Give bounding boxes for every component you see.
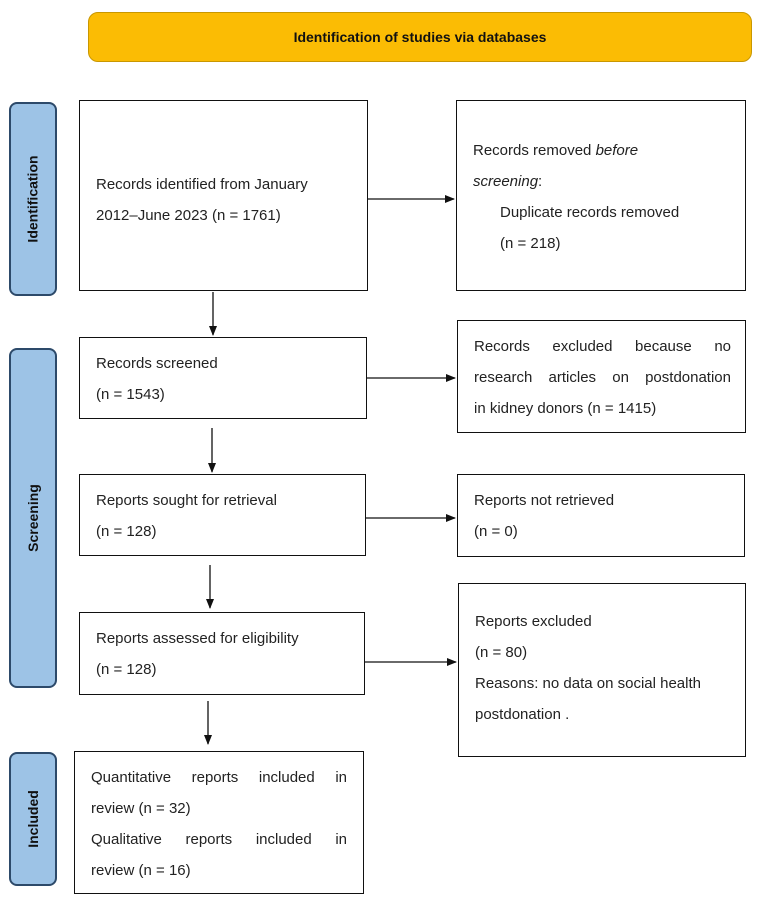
records-screened-box: Records screened (n = 1543) — [79, 337, 367, 419]
header-title: Identification of studies via databases — [293, 29, 547, 45]
records-excluded-line1: Records excluded because no — [474, 338, 731, 355]
reports-excluded-line2: (n = 80) — [475, 644, 528, 661]
reports-excluded-line3: Reasons: no data on social health — [475, 675, 701, 692]
reports-not-retrieved-line2: (n = 0) — [474, 523, 518, 540]
reports-sought-box: Reports sought for retrieval (n = 128) — [79, 474, 366, 556]
included-box: Quantitative reports included in review … — [74, 751, 364, 894]
reports-assessed-line2: (n = 128) — [96, 661, 157, 678]
records-excluded-line3: in kidney donors (n = 1415) — [474, 400, 657, 417]
reports-sought-line2: (n = 128) — [96, 523, 157, 540]
records-screened-line2: (n = 1543) — [96, 386, 165, 403]
identification-header: Identification of studies via databases — [88, 12, 752, 62]
records-removed-item: Duplicate records removed — [500, 204, 680, 221]
records-removed-heading: Records removed before — [473, 142, 639, 159]
records-excluded-box: Records excluded because no research art… — [457, 320, 746, 433]
records-identified-box: Records identified from January 2012–Jun… — [79, 100, 368, 291]
reports-assessed-box: Reports assessed for eligibility (n = 12… — [79, 612, 365, 695]
records-removed-count: (n = 218) — [500, 235, 561, 252]
reports-excluded-line1: Reports excluded — [475, 613, 592, 630]
phase-screening: Screening — [9, 348, 57, 688]
phase-identification: Identification — [9, 102, 57, 296]
records-screened-line1: Records screened — [96, 355, 218, 372]
reports-excluded-line4: postdonation . — [475, 706, 570, 723]
phase-included: Included — [9, 752, 57, 886]
records-excluded-line2: research articles on postdonation — [474, 369, 731, 386]
included-line1: Quantitative reports included in — [91, 769, 347, 786]
records-removed-box: Records removed before screening: Duplic… — [456, 100, 746, 291]
records-identified-line1: Records identified from January — [96, 176, 308, 193]
included-line4: review (n = 16) — [91, 862, 191, 879]
included-line2: review (n = 32) — [91, 800, 191, 817]
reports-sought-line1: Reports sought for retrieval — [96, 492, 277, 509]
included-line3: Qualitative reports included in — [91, 831, 347, 848]
records-removed-heading-2: screening: — [473, 173, 543, 190]
reports-not-retrieved-box: Reports not retrieved (n = 0) — [457, 474, 745, 557]
reports-assessed-line1: Reports assessed for eligibility — [96, 630, 299, 647]
reports-not-retrieved-line1: Reports not retrieved — [474, 492, 615, 509]
records-identified-line2: 2012–June 2023 (n = 1761) — [96, 207, 281, 224]
reports-excluded-box: Reports excluded (n = 80) Reasons: no da… — [458, 583, 746, 757]
